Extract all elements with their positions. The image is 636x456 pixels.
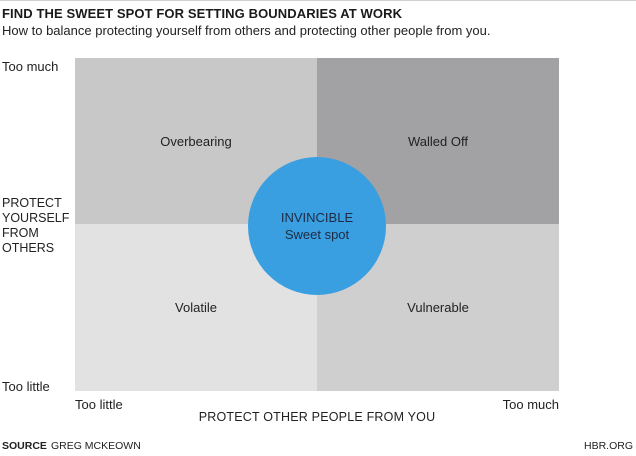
sweet-spot-subtitle: Sweet spot: [284, 227, 350, 242]
x-axis-left-label: Too little: [75, 397, 123, 412]
chart-title: FIND THE SWEET SPOT FOR SETTING BOUNDARI…: [2, 6, 403, 21]
y-axis-top-label: Too much: [2, 59, 59, 74]
quadrant-label-walled-off: Walled Off: [408, 134, 468, 149]
y-axis-bottom-label: Too little: [2, 379, 50, 394]
source-value: GREG MCKEOWN: [50, 440, 141, 452]
y-axis-title-line: YOURSELF: [2, 211, 70, 225]
y-axis-title-line: PROTECT: [2, 196, 62, 210]
y-axis-title-line: OTHERS: [2, 241, 55, 255]
quadrant-grid: Overbearing Walled Off Volatile Vulnerab…: [75, 58, 559, 391]
publisher-credit: HBR.ORG: [583, 440, 633, 452]
quadrant-label-overbearing: Overbearing: [160, 134, 232, 149]
sweet-spot-title: INVINCIBLE: [280, 210, 354, 225]
quadrant-overbearing: Overbearing: [75, 58, 317, 224]
x-axis-right-label: Too much: [502, 397, 559, 412]
y-axis-title-line: FROM: [2, 226, 39, 240]
source-key: SOURCE: [2, 440, 47, 452]
top-rule: [0, 0, 636, 1]
sweet-spot-circle: INVINCIBLE Sweet spot: [248, 157, 386, 295]
chart-subtitle: How to balance protecting yourself from …: [2, 23, 491, 38]
x-axis-title: PROTECT OTHER PEOPLE FROM YOU: [198, 410, 436, 424]
quadrant-label-vulnerable: Vulnerable: [407, 300, 469, 315]
quadrant-label-volatile: Volatile: [175, 300, 217, 315]
quadrant-vulnerable: Vulnerable: [317, 224, 559, 391]
y-axis-title: PROTECT YOURSELF FROM OTHERS: [2, 196, 74, 256]
